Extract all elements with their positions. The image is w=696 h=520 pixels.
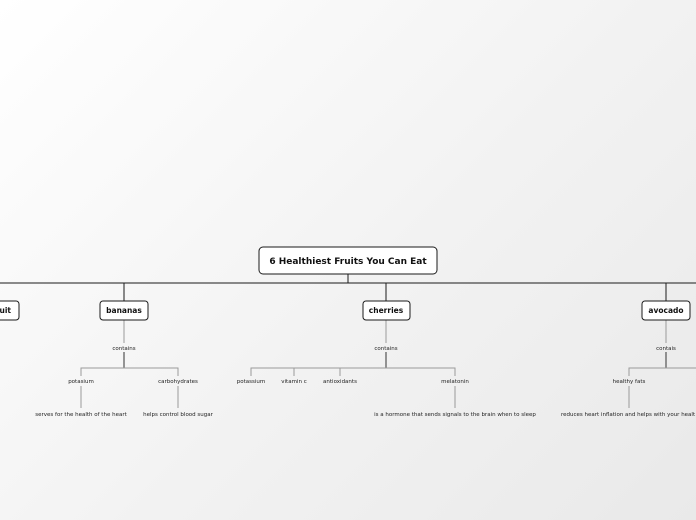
branch-node-avocado[interactable]: avocado	[641, 300, 691, 321]
branch-label-cherries: cherries	[369, 306, 404, 315]
item-cherries-melatonin: melatonin	[441, 379, 469, 385]
item-cherries-vitamin-c: vitamin c	[281, 379, 306, 385]
branch-node-bananas[interactable]: bananas	[99, 300, 149, 321]
connector-lines	[0, 274, 696, 408]
link-label-avocado: contais	[656, 346, 676, 352]
branch-label-avocado: avocado	[648, 306, 683, 315]
branch-label-partial: uit	[0, 306, 11, 315]
root-title: 6 Healthiest Fruits You Can Eat	[269, 257, 427, 267]
item-cherries-antioxidants: antioxidants	[323, 379, 357, 385]
branch-node-partial-left[interactable]: uit	[0, 300, 20, 321]
detail-bananas-carbohydrates: helps control blood sugar	[143, 412, 214, 418]
item-avocado-healthy-fats: healthy fats	[613, 379, 646, 385]
branch-label-bananas: bananas	[106, 306, 142, 315]
detail-bananas-potasium: serves for the health of the heart	[35, 412, 127, 418]
item-bananas-carbohydrates: carbohydrates	[158, 379, 198, 385]
detail-avocado-healthy-fats: reduces heart inflation and helps with y…	[561, 412, 696, 418]
link-label-bananas: contains	[112, 346, 135, 352]
item-cherries-potassium: potassium	[237, 379, 266, 385]
detail-cherries-melatonin: is a hormone that sends signals to the b…	[374, 412, 536, 418]
item-bananas-potasium: potasium	[68, 379, 94, 385]
branch-node-cherries[interactable]: cherries	[362, 300, 411, 321]
link-label-cherries: contains	[374, 346, 397, 352]
root-node[interactable]: 6 Healthiest Fruits You Can Eat	[258, 246, 438, 275]
